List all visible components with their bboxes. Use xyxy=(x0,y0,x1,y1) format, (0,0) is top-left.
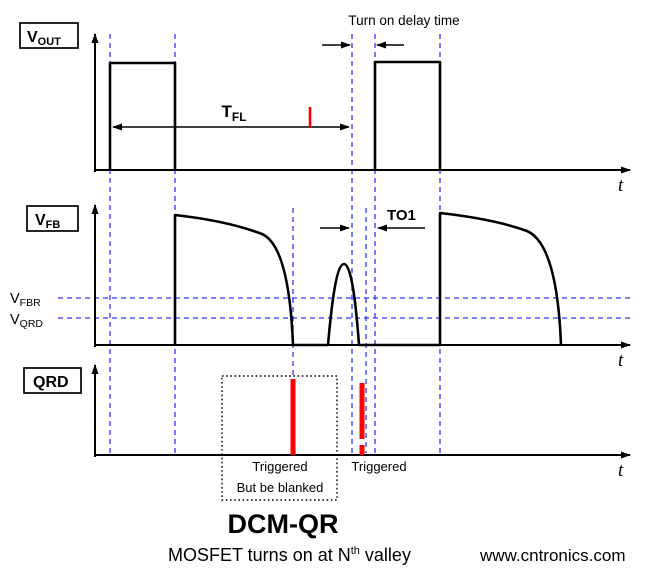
qrd-t-axis-label: t xyxy=(618,460,624,481)
qrd-label: QRD xyxy=(33,374,69,391)
diagram-subtitle: MOSFET turns on at Nth valley xyxy=(168,545,411,565)
blanked-trigger-caption-line1: Triggered xyxy=(252,459,307,474)
trigger-marks xyxy=(290,107,365,455)
vqrd-label-sub: QRD xyxy=(20,318,44,330)
tfl-label-sub: FL xyxy=(232,110,247,124)
vfb-waveform xyxy=(173,211,563,347)
guide-lines xyxy=(58,34,630,453)
trigger2-caption: Triggered xyxy=(351,459,406,474)
footer: DCM-QR MOSFET turns on at Nth valley www… xyxy=(168,509,625,565)
vfb-label-base: V xyxy=(35,212,46,229)
vout-label-base: V xyxy=(27,29,38,46)
vqrd-label: VQRD xyxy=(10,312,43,330)
vout-label-box xyxy=(19,22,79,49)
vfbr-label-sub: FBR xyxy=(20,297,41,309)
vfb-label-box xyxy=(26,205,79,232)
vfbr-label-base: V xyxy=(10,291,20,307)
panel-qrd: t QRD Triggered But be blanked Triggered xyxy=(23,364,631,501)
vout-pulse-1 xyxy=(108,61,177,170)
watermark-text: www.cntronics.com xyxy=(479,546,625,565)
panel-vfb: t VFB VFBR VQRD TO1 xyxy=(10,204,631,371)
vout-pulse-2 xyxy=(373,60,442,170)
vqrd-label-base: V xyxy=(10,312,20,328)
subtitle-superscript: th xyxy=(351,545,360,557)
vfb-label: VFB xyxy=(35,212,60,231)
tfl-label-base: T xyxy=(221,102,232,121)
vfb-t-axis-label: t xyxy=(618,350,624,371)
vout-label: VOUT xyxy=(27,29,61,48)
vfbr-label: VFBR xyxy=(10,291,41,309)
blanking-window-box xyxy=(221,375,338,501)
vout-label-sub: OUT xyxy=(38,36,62,48)
subtitle-post: valley xyxy=(360,545,411,565)
diagram-title: DCM-QR xyxy=(228,509,339,539)
turn-on-delay-label: Turn on delay time xyxy=(348,13,459,28)
blanked-trigger-caption-line2: But be blanked xyxy=(237,480,324,495)
qrd-label-box xyxy=(23,367,82,394)
vfb-label-sub: FB xyxy=(46,219,61,231)
to1-label: TO1 xyxy=(387,207,416,224)
subtitle-pre: MOSFET turns on at N xyxy=(168,545,351,565)
tfl-label: TFL xyxy=(221,102,246,124)
panel-vout: t VOUT Turn on delay time TFL xyxy=(19,13,631,196)
vout-t-axis-label: t xyxy=(618,175,624,196)
